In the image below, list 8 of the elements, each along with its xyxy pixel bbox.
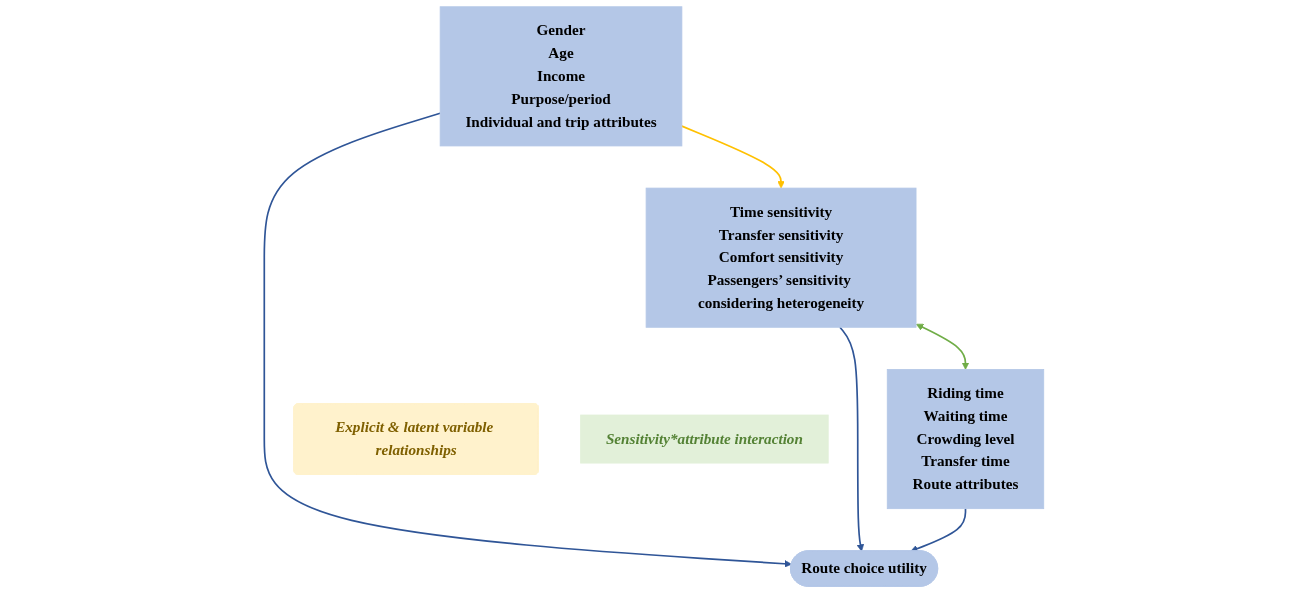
arrow — [916, 323, 970, 370]
arrow — [839, 326, 865, 552]
arrow — [681, 125, 785, 189]
arrow — [263, 112, 792, 568]
node-box: Riding time Waiting time Crowding level Transfer time Route attributes — [886, 369, 1045, 510]
node-box: Gender Age Income Purpose/period Individual and trip attributes — [439, 6, 683, 147]
node-box: Time sensitivity Transfer sensitivity Comfort sensitivity Passengers’ sensitivity considering heterogeneity — [645, 187, 917, 328]
node-box: Sensitivity*attribute interaction — [580, 414, 829, 464]
